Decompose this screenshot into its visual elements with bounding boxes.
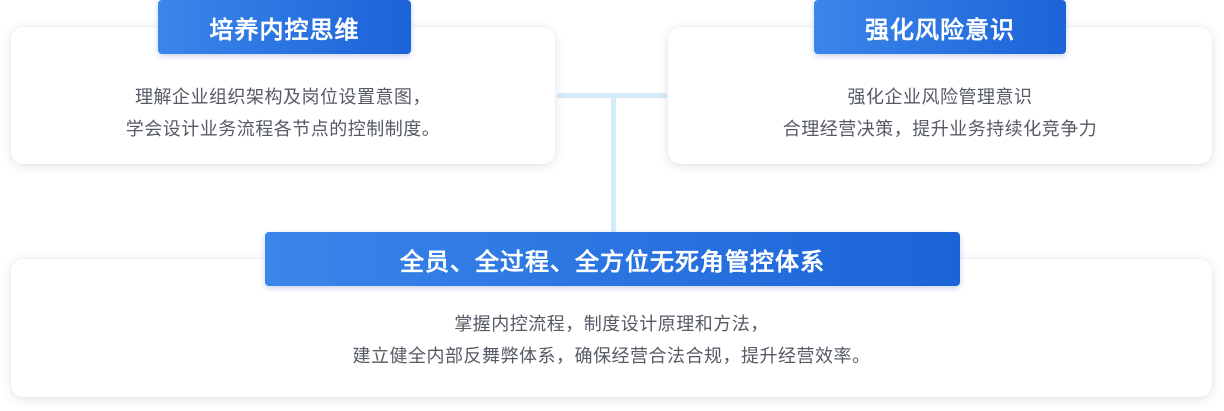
connector-horizontal-line bbox=[557, 93, 667, 98]
description-line-1: 理解企业组织架构及岗位设置意图， bbox=[135, 87, 431, 108]
title-badge-full-control-system: 全员、全过程、全方位无死角管控体系 bbox=[265, 232, 960, 286]
card-full-control-system: 掌握内控流程，制度设计原理和方法， 建立健全内部反舞弊体系，确保经营合法合规，提… bbox=[11, 259, 1212, 397]
description-line-2: 学会设计业务流程各节点的控制制度。 bbox=[125, 119, 441, 140]
card-description: 掌握内控流程，制度设计原理和方法， 建立健全内部反舞弊体系，确保经营合法合规，提… bbox=[11, 309, 1212, 373]
description-line-2: 合理经营决策，提升业务持续化竞争力 bbox=[782, 119, 1098, 140]
card-cultivate-internal-control: 理解企业组织架构及岗位设置意图， 学会设计业务流程各节点的控制制度。 bbox=[11, 27, 555, 164]
title-badge-cultivate-internal-control: 培养内控思维 bbox=[158, 0, 411, 54]
card-description: 理解企业组织架构及岗位设置意图， 学会设计业务流程各节点的控制制度。 bbox=[11, 82, 555, 146]
description-line-1: 掌握内控流程，制度设计原理和方法， bbox=[454, 314, 769, 335]
title-badge-strengthen-risk-awareness: 强化风险意识 bbox=[814, 0, 1066, 54]
description-line-2: 建立健全内部反舞弊体系，确保经营合法合规，提升经营效率。 bbox=[352, 346, 871, 367]
connector-vertical-line bbox=[611, 96, 616, 235]
description-line-1: 强化企业风险管理意识 bbox=[847, 87, 1033, 108]
card-description: 强化企业风险管理意识 合理经营决策，提升业务持续化竞争力 bbox=[668, 82, 1212, 146]
